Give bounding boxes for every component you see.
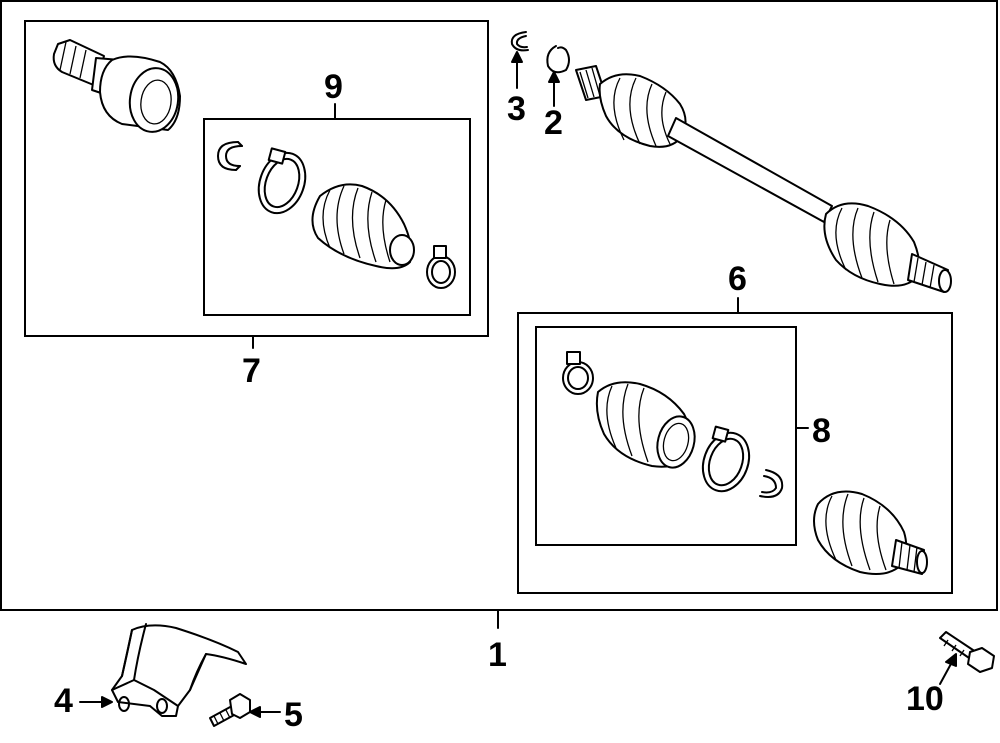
inner-joint-kit-box <box>24 20 489 337</box>
inner-boot <box>311 183 415 270</box>
leader-lines <box>79 51 957 718</box>
heat-shield <box>111 623 247 717</box>
inner-boot-kit-box <box>203 118 471 316</box>
inner-small-clamp <box>426 245 456 289</box>
callout-8: 8 <box>812 412 831 450</box>
axle-bolt <box>939 631 995 673</box>
callout-3: 3 <box>507 90 526 128</box>
axle-shaft-assembly <box>575 65 952 293</box>
callout-10: 10 <box>906 680 944 718</box>
outer-boot <box>595 381 696 469</box>
callout-7: 7 <box>242 352 261 390</box>
outer-small-clamp <box>562 351 594 395</box>
outer-snap-ring <box>759 469 784 498</box>
circlip-ring <box>510 31 529 52</box>
outer-large-clamp <box>701 425 751 493</box>
callout-1: 1 <box>488 636 507 674</box>
outer-boot-kit-box <box>535 326 797 546</box>
inner-snap-ring <box>217 141 243 171</box>
outer-joint-kit-box <box>517 312 953 594</box>
callout-6: 6 <box>728 260 747 298</box>
callout-5: 5 <box>284 696 303 734</box>
inner-large-clamp <box>257 147 307 215</box>
callout-4: 4 <box>54 682 73 720</box>
inner-joint-housing <box>52 39 181 133</box>
heat-shield-bolt <box>209 693 251 727</box>
outer-cv-joint <box>813 490 928 575</box>
retaining-ring <box>546 45 570 74</box>
callout-9: 9 <box>324 68 343 106</box>
callout-2: 2 <box>544 104 563 142</box>
